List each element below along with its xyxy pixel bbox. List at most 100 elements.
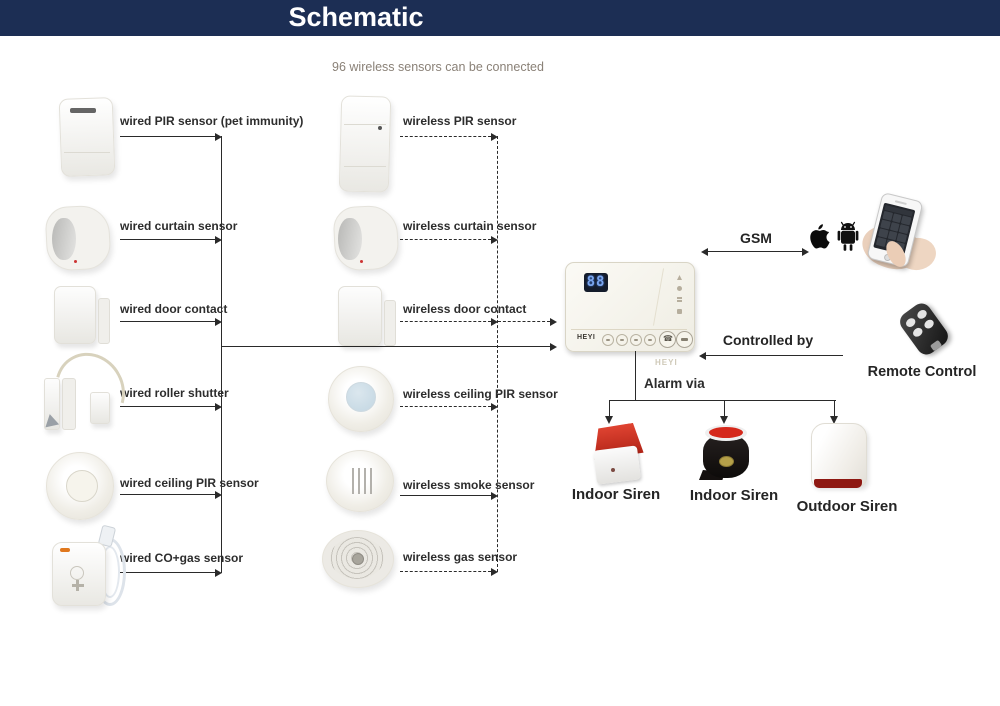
siren-body <box>593 445 641 485</box>
device-seam <box>344 166 386 167</box>
vent-slits <box>352 468 374 494</box>
wireless-bus-line <box>497 136 498 572</box>
panel-button[interactable] <box>602 334 614 346</box>
siren-badge <box>719 456 734 467</box>
connector-line <box>400 495 491 496</box>
wired-door-label: wired door contact <box>120 302 228 316</box>
arrowhead <box>830 416 838 424</box>
siren-red-top <box>709 427 743 438</box>
panel-button[interactable] <box>644 334 656 346</box>
arrowhead <box>215 318 222 326</box>
arrowhead <box>491 236 498 244</box>
pir-lens-slit <box>70 108 96 113</box>
arrowhead <box>550 343 557 351</box>
wireless-smoke-sensor-image <box>326 450 394 512</box>
connector-line <box>400 571 491 572</box>
indoor-siren-label: Indoor Siren <box>571 486 661 503</box>
pir-lens <box>346 382 376 412</box>
wired-door-contact-image <box>50 284 110 346</box>
sos-button[interactable] <box>676 331 693 348</box>
controlled-by-label: Controlled by <box>722 332 814 348</box>
transmitter-box <box>90 392 110 424</box>
wired-pir-sensor-image <box>58 96 116 178</box>
arrowhead <box>802 248 809 256</box>
led-dot <box>74 260 77 263</box>
panel-display: 88 <box>584 273 608 292</box>
arrowhead <box>491 403 498 411</box>
subtitle: 96 wireless sensors can be connected <box>332 60 544 74</box>
connector-line <box>120 494 215 495</box>
arrowhead <box>215 491 222 499</box>
wired-pir-label: wired PIR sensor (pet immunity) <box>120 114 304 128</box>
device-body <box>54 286 96 344</box>
arrowhead <box>491 318 498 326</box>
arrowhead <box>215 403 222 411</box>
siren-red-stripe <box>814 479 862 488</box>
controlled-by-line <box>706 355 843 356</box>
led-dot <box>360 260 363 263</box>
led-strip <box>60 548 70 552</box>
panel-separator <box>571 329 687 330</box>
sensor-window <box>338 218 362 260</box>
wired-curtain-sensor-image <box>44 202 112 272</box>
arrowhead <box>215 133 222 141</box>
arrowhead <box>215 569 222 577</box>
arrowhead <box>605 416 613 424</box>
magnet-bar <box>384 300 396 346</box>
connector-line <box>400 136 491 137</box>
pir-dome <box>66 470 98 502</box>
connector-line <box>120 136 215 137</box>
connector-line <box>400 239 491 240</box>
wireless-curtain-label: wireless curtain sensor <box>403 219 537 233</box>
siren-body <box>811 423 867 487</box>
brand-logo: HEYI <box>577 334 596 341</box>
remote-control-label: Remote Control <box>867 364 977 380</box>
wireless-gas-sensor-image <box>322 530 394 590</box>
outdoor-siren-label: Outdoor Siren <box>796 498 898 515</box>
siren-bus-line <box>610 400 836 401</box>
siren-drop-line <box>609 400 610 417</box>
heyi-watermark: HEYI <box>655 358 678 367</box>
connector-line <box>120 239 215 240</box>
connector-line <box>120 321 215 322</box>
magnet-bar <box>62 378 76 430</box>
wireless-to-panel-line <box>498 321 550 322</box>
wireless-smoke-label: wireless smoke sensor <box>403 478 535 492</box>
panel-status-icon <box>677 309 682 314</box>
outdoor-siren-image <box>809 421 867 491</box>
led-dot <box>611 468 615 472</box>
gsm-label: GSM <box>740 230 772 246</box>
hub <box>352 553 364 565</box>
connector-line <box>120 572 215 573</box>
remote-control-image <box>894 299 954 361</box>
arrowhead <box>491 568 498 576</box>
wired-roller-shutter-image <box>38 340 138 440</box>
arrowhead <box>215 236 222 244</box>
wireless-ceiling-pir-label: wireless ceiling PIR sensor <box>403 387 558 401</box>
phone-call-button[interactable] <box>659 331 676 348</box>
apple-logo-icon <box>810 224 830 249</box>
keyfob-clip <box>929 339 943 352</box>
wireless-curtain-sensor-image <box>332 202 400 272</box>
arrowhead <box>550 318 557 326</box>
smartphone-app-image <box>856 191 939 276</box>
connector-line <box>120 406 215 407</box>
device-body <box>338 95 392 193</box>
wireless-gas-label: wireless gas sensor <box>403 550 518 564</box>
wireless-door-label: wireless door contact <box>403 302 527 316</box>
phone-speaker <box>894 200 907 206</box>
arrowhead <box>720 416 728 424</box>
panel-divider <box>652 268 665 326</box>
panel-button[interactable] <box>630 334 642 346</box>
led-dot <box>378 126 382 130</box>
panel-button[interactable] <box>616 334 628 346</box>
connector-line <box>400 321 491 322</box>
panel-status-icon <box>677 297 682 299</box>
device-body <box>338 286 382 346</box>
alarm-via-label: Alarm via <box>644 376 705 391</box>
page-title: Schematic <box>288 2 424 32</box>
wired-co-gas-sensor-image <box>42 524 126 610</box>
wired-bus-line <box>221 136 222 573</box>
wired-ceiling-pir-label: wired ceiling PIR sensor <box>120 476 259 490</box>
wired-roller-label: wired roller shutter <box>120 386 229 400</box>
